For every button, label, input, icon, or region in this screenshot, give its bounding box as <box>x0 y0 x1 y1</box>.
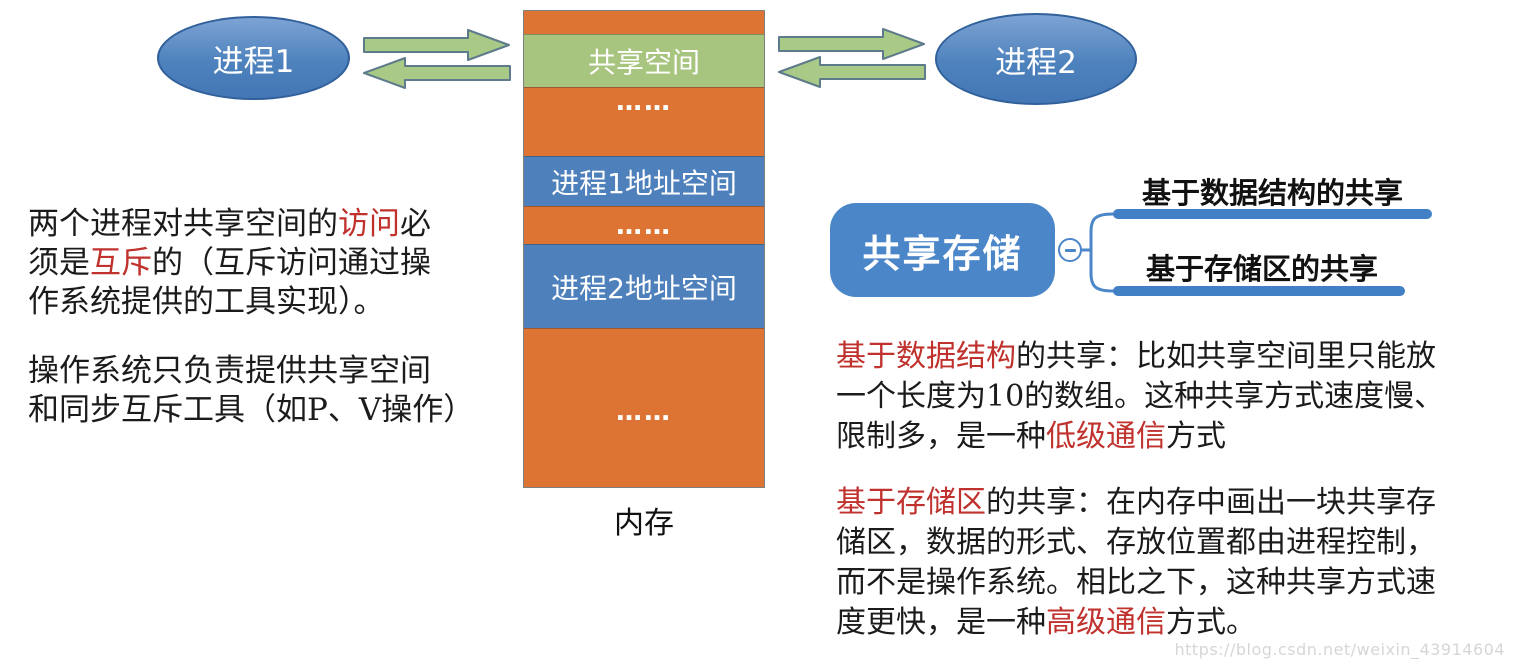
shared-storage-label: 共享存储 <box>862 231 1023 276</box>
data-structure-sharing-note: 基于数据结构的共享：比如共享空间里只能放一个长度为10的数组。这种共享方式速度慢… <box>836 339 1445 454</box>
shared-storage-node: 共享存储 <box>830 203 1055 297</box>
os-tools-note: 操作系统只负责提供共享空间和同步互斥工具（如P、V操作） <box>28 353 475 428</box>
memory-column: 共享空间 …… 进程1地址空间 …… 进程2地址空间 …… <box>523 10 765 488</box>
branch1-label: 基于数据结构的共享 <box>1142 176 1404 210</box>
memory-section-ellipsis-2: …… <box>524 206 764 244</box>
memory-section-process2-address-space: 进程2地址空间 <box>524 244 764 328</box>
collapse-toggle-icon <box>1058 238 1082 262</box>
branch2-underline-bar <box>1113 286 1405 296</box>
memory-section-reserved-top <box>524 11 764 34</box>
memory-caption: 内存 <box>614 506 674 541</box>
branch-bracket <box>1080 212 1115 293</box>
process2-label: 进程2 <box>995 44 1077 81</box>
memory-section-process1-address-space: 进程1地址空间 <box>524 156 764 206</box>
mutex-access-note: 两个进程对共享空间的访问必须是互斥的（互斥访问通过操作系统提供的工具实现）。 <box>28 206 431 320</box>
storage-area-sharing-note: 基于存储区的共享：在内存中画出一块共享存储区，数据的形式、存放位置都由进程控制，… <box>836 485 1436 640</box>
process2-ellipse: 进程2 <box>935 13 1137 105</box>
watermark-url: https://blog.csdn.net/weixin_43914604 <box>1174 640 1505 659</box>
process1-label: 进程1 <box>212 43 295 80</box>
memory-section-ellipsis-3: …… <box>524 328 764 487</box>
memory-section-shared-space: 共享空间 <box>524 34 764 87</box>
process1-ellipse: 进程1 <box>157 16 350 100</box>
bidirectional-arrows-right-icon <box>778 28 926 88</box>
bidirectional-arrows-left-icon <box>363 29 511 89</box>
memory-section-ellipsis-1: …… <box>524 87 764 156</box>
branch2-label: 基于存储区的共享 <box>1146 252 1379 286</box>
branch1-underline-bar <box>1113 209 1432 219</box>
